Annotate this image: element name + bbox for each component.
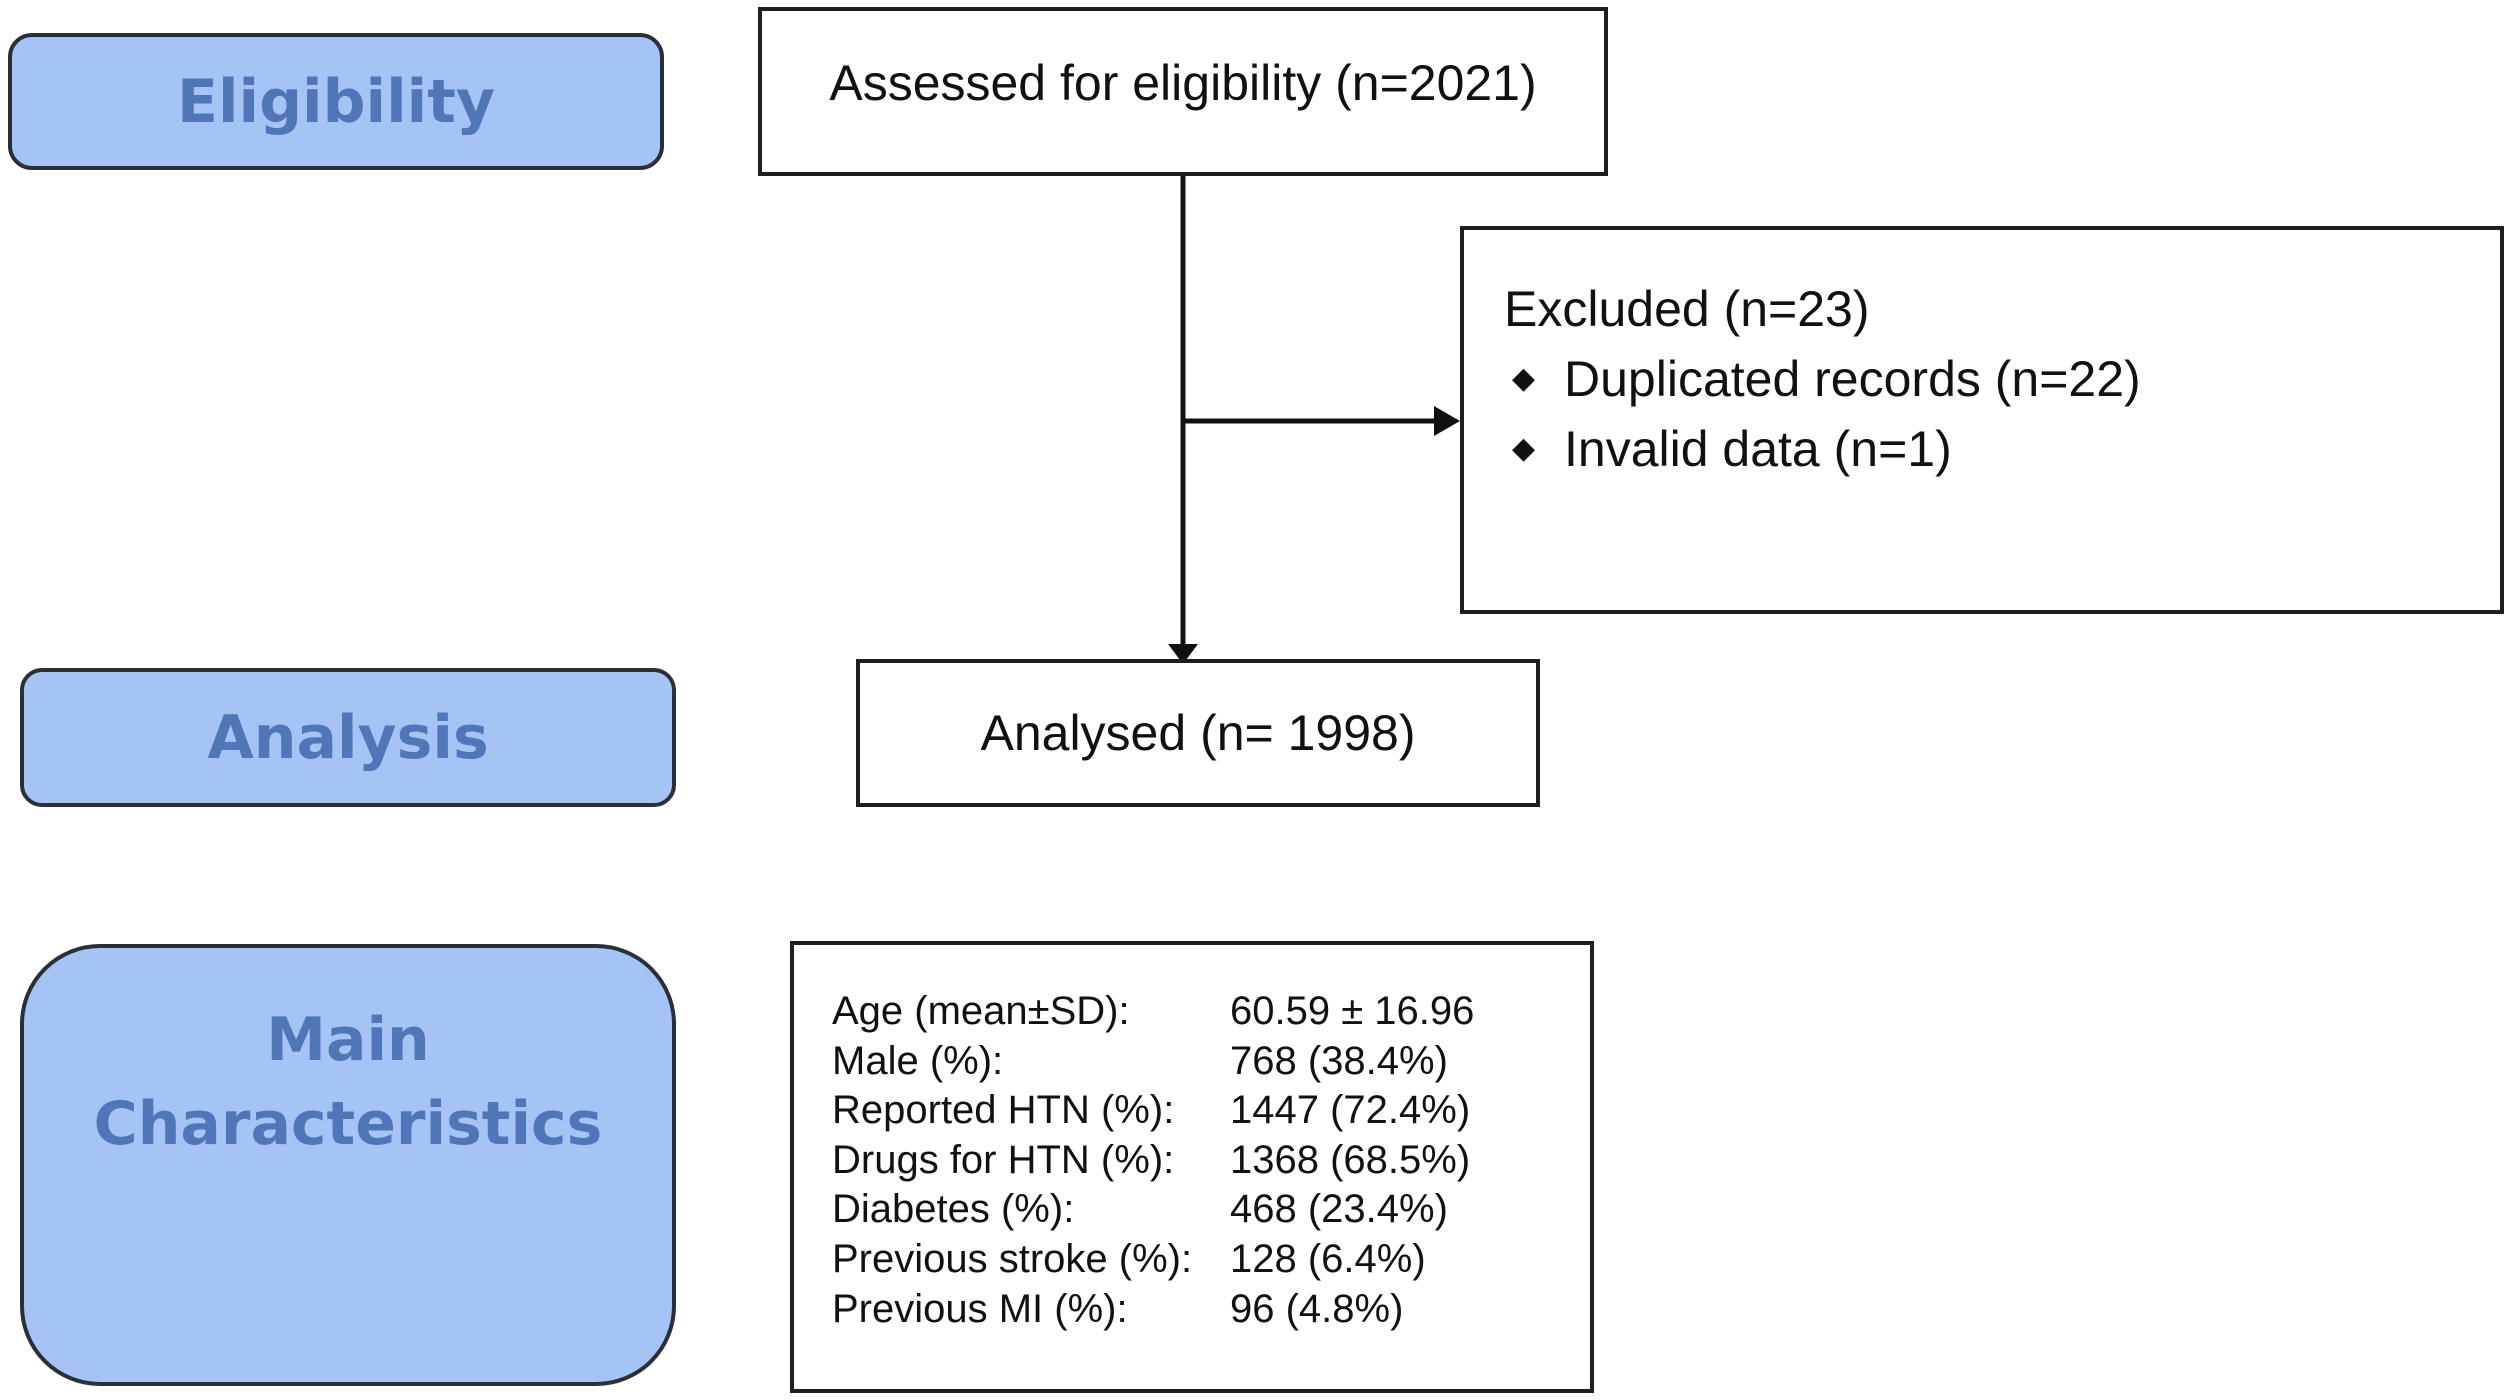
assessed-box: Assessed for eligibility (n=2021): [758, 7, 1608, 176]
excluded-item-text: Invalid data (n=1): [1564, 421, 1952, 477]
stage-label-line: Main: [266, 1005, 430, 1075]
characteristic-row: Diabetes (%): 468 (23.4%): [832, 1185, 1590, 1235]
diamond-bullet-icon: ◆: [1512, 362, 1536, 395]
excluded-item-text: Duplicated records (n=22): [1564, 351, 2141, 407]
stage-label-main-characteristics: Main Characteristics: [20, 944, 676, 1386]
characteristic-label: Previous MI (%):: [832, 1286, 1128, 1331]
characteristic-value: 1368 (68.5%): [1230, 1137, 1471, 1182]
stage-label-line: Characteristics: [93, 1089, 603, 1159]
characteristic-value: 60.59 ± 16.96: [1230, 989, 1475, 1033]
excluded-box: Excluded (n=23) ◆ Duplicated records (n=…: [1460, 226, 2504, 614]
characteristic-label: Diabetes (%):: [832, 1187, 1075, 1232]
characteristic-label: Reported HTN (%):: [832, 1088, 1175, 1133]
characteristic-row: Age (mean±SD): 60.59 ± 16.96: [832, 987, 1590, 1037]
characteristic-value: 468 (23.4%): [1230, 1187, 1448, 1232]
characteristic-value: 128 (6.4%): [1230, 1236, 1426, 1281]
analysed-text: Analysed (n= 1998): [980, 705, 1416, 761]
characteristic-row: Previous MI (%): 96 (4.8%): [832, 1285, 1590, 1335]
analysed-box: Analysed (n= 1998): [856, 659, 1540, 807]
diamond-bullet-icon: ◆: [1512, 432, 1536, 465]
characteristic-value: 768 (38.4%): [1230, 1038, 1448, 1083]
characteristic-label: Male (%):: [832, 1038, 1004, 1083]
characteristic-value: 96 (4.8%): [1230, 1286, 1404, 1331]
characteristic-row: Reported HTN (%): 1447 (72.4%): [832, 1086, 1590, 1136]
stage-label-eligibility: Eligibility: [8, 33, 664, 170]
characteristic-value: 1447 (72.4%): [1230, 1088, 1471, 1133]
assessed-text: Assessed for eligibility (n=2021): [829, 54, 1537, 111]
characteristic-label: Age (mean±SD):: [832, 989, 1130, 1033]
stage-label-text: Eligibility: [176, 66, 496, 137]
characteristic-label: Drugs for HTN (%):: [832, 1137, 1175, 1182]
excluded-item: ◆ Duplicated records (n=22): [1504, 344, 2500, 414]
arrow-icon: [1168, 644, 1198, 664]
characteristic-row: Male (%): 768 (38.4%): [832, 1037, 1590, 1087]
excluded-item: ◆ Invalid data (n=1): [1504, 414, 2500, 484]
excluded-title: Excluded (n=23): [1504, 281, 1870, 337]
stage-label-analysis: Analysis: [20, 668, 676, 807]
characteristics-box: Age (mean±SD): 60.59 ± 16.96 Male (%): 7…: [790, 941, 1594, 1393]
characteristic-row: Drugs for HTN (%): 1368 (68.5%): [832, 1136, 1590, 1186]
arrow-icon: [1434, 406, 1460, 436]
characteristic-row: Previous stroke (%): 128 (6.4%): [832, 1235, 1590, 1285]
characteristic-label: Previous stroke (%):: [832, 1236, 1193, 1281]
stage-label-text: Main Characteristics: [94, 998, 603, 1166]
stage-label-text: Analysis: [207, 702, 489, 773]
